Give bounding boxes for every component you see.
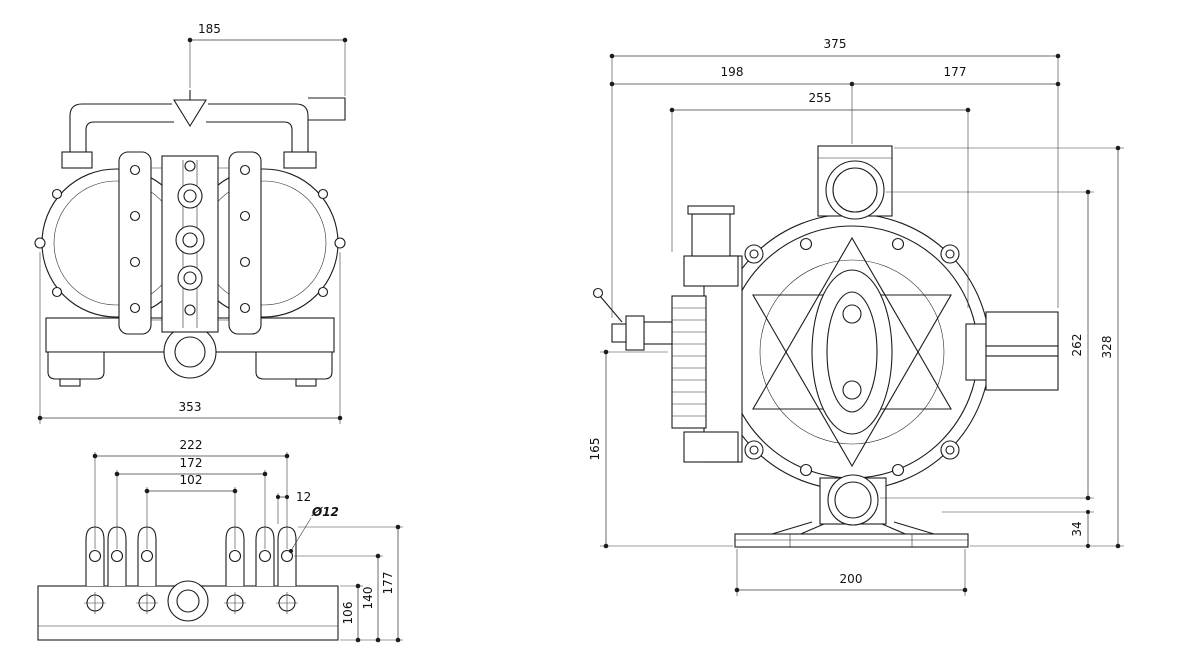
dim-label: 177 (381, 572, 395, 595)
anchor-bolt (224, 592, 246, 614)
dim-base-span-mid: 172 (114, 456, 268, 549)
dim-label: 353 (179, 400, 202, 414)
drain-cock-pipe (643, 321, 673, 345)
lug-hole (228, 549, 242, 563)
manifold-bolt (177, 265, 203, 291)
lug-hole (140, 549, 154, 563)
dim-label: 255 (809, 91, 832, 105)
callout-hole-diameter: Ø12 (288, 505, 339, 554)
lug-hole (258, 549, 272, 563)
front-drain-boss (163, 325, 217, 379)
dim-label: 375 (824, 37, 847, 51)
dim-side-width-right: 177 (852, 65, 1061, 87)
dim-label: Ø12 (311, 505, 339, 519)
anchor-bolt (136, 592, 158, 614)
dim-label: 34 (1070, 521, 1084, 536)
dim-base-height-outer: 177 (298, 524, 403, 643)
lug-hole (280, 549, 294, 563)
clamp-bolt (940, 440, 960, 460)
dim-front-top-width: 185 (187, 22, 348, 96)
center-funnel (173, 99, 207, 128)
dim-label: 106 (341, 602, 355, 625)
dim-base-span-outer: 222 (92, 438, 290, 549)
dim-label: 185 (198, 22, 221, 36)
dim-label: 222 (180, 438, 203, 452)
lug-hole (110, 549, 124, 563)
front-pump-body (34, 90, 346, 387)
dim-front-overall-width: 353 (37, 252, 343, 424)
front-view: 185 353 (34, 22, 348, 424)
base-center-ring (167, 580, 209, 622)
base-plate (734, 533, 969, 548)
dim-side-base-height: 34 (942, 509, 1094, 549)
dim-side-width-left: 198 (609, 65, 855, 144)
drain-cock-nut (625, 315, 645, 351)
air-valve-fins (671, 295, 707, 429)
dim-label: 172 (180, 456, 203, 470)
inlet-stub (308, 97, 346, 121)
flange-plate-left (118, 151, 152, 335)
dim-label: 262 (1070, 334, 1084, 357)
base-body (37, 526, 339, 641)
dim-base-height-inner: 106 (340, 583, 363, 643)
drain-cock-handle (592, 287, 604, 299)
dim-side-base-width: 200 (734, 549, 968, 596)
clamp-bolt (940, 244, 960, 264)
flange-plate-right (228, 151, 262, 335)
hose-barb-upper (985, 311, 1059, 347)
dim-label: 102 (180, 473, 203, 487)
front-foot-right (255, 351, 333, 380)
manifold-bolt (175, 225, 205, 255)
dim-base-span-inner: 102 (144, 473, 238, 549)
lug-hole (88, 549, 102, 563)
base-view: 222 172 102 12 Ø12 (37, 438, 403, 643)
anchor-bolt (276, 592, 298, 614)
muffler (691, 213, 731, 257)
clamp-bolt (744, 244, 764, 264)
dim-label: 140 (361, 587, 375, 610)
anchor-bolt (84, 592, 106, 614)
clamp-bolt (744, 440, 764, 460)
dim-label: 200 (840, 572, 863, 586)
dim-label: 177 (944, 65, 967, 79)
manifold-bolt (177, 183, 203, 209)
fitting-flange (965, 323, 987, 381)
hose-barb-lower (985, 355, 1059, 391)
air-valve-body (703, 255, 743, 463)
dim-base-edge-offset: 12 (275, 490, 311, 524)
side-view: 375 198 177 255 165 (588, 37, 1124, 596)
dim-side-centerline-height: 165 (588, 349, 733, 549)
dim-side-port-span: 262 (880, 189, 1094, 501)
center-lens (811, 269, 893, 435)
front-foot-left (47, 351, 105, 380)
dim-label: 328 (1100, 336, 1114, 359)
dim-side-overall-width: 375 (609, 37, 1061, 318)
dim-side-overall-height: 328 (894, 145, 1124, 549)
dim-base-height-mid: 140 (294, 553, 383, 643)
side-pump-body (592, 145, 1059, 548)
dim-side-body-width: 255 (669, 91, 971, 308)
dim-label: 165 (588, 438, 602, 461)
dim-label: 198 (721, 65, 744, 79)
dim-label: 12 (296, 490, 311, 504)
discharge-port (825, 160, 885, 220)
